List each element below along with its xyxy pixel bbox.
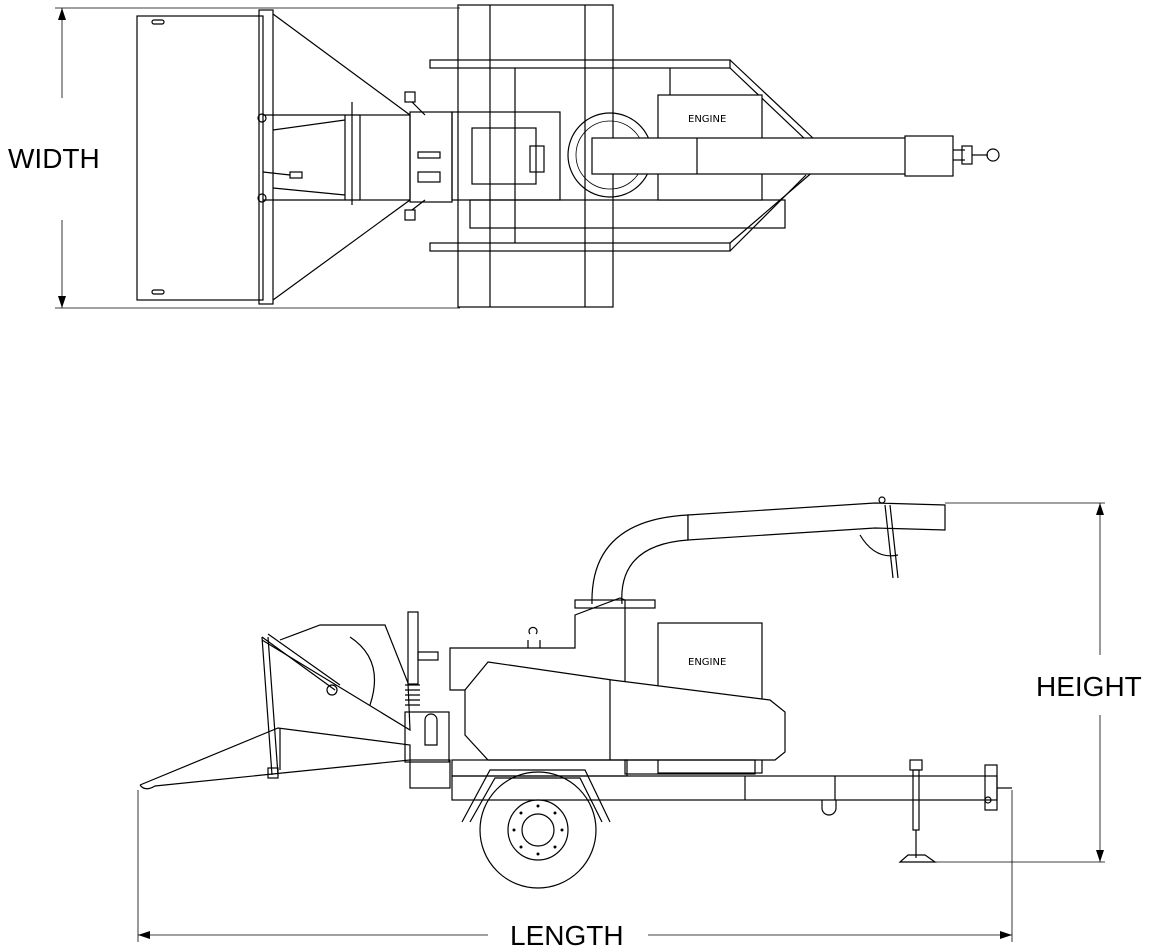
width-label: WIDTH	[8, 143, 100, 174]
length-dimension: LENGTH	[137, 790, 1013, 947]
hood-cover	[451, 661, 786, 777]
infeed-hopper-side	[139, 624, 411, 790]
discharge-chute-side	[591, 496, 946, 605]
feed-box	[359, 91, 453, 221]
top-view: WIDTH	[8, 4, 1000, 309]
height-label: HEIGHT	[1036, 671, 1142, 702]
trailer-frame	[429, 4, 816, 308]
discharge-chute-top	[591, 135, 1000, 177]
feed-mechanism	[404, 611, 451, 789]
wheel-assembly	[461, 769, 611, 889]
side-view: HEIGHT LENGTH	[137, 496, 1142, 947]
length-label: LENGTH	[510, 920, 624, 947]
width-dimension: WIDTH	[8, 7, 460, 309]
height-dimension: HEIGHT	[910, 502, 1142, 863]
infeed-hopper	[136, 9, 411, 305]
engine-label-top: ENGINE	[688, 114, 726, 125]
trailer-frame-side	[451, 759, 1012, 863]
engine-label-side: ENGINE	[688, 657, 726, 668]
